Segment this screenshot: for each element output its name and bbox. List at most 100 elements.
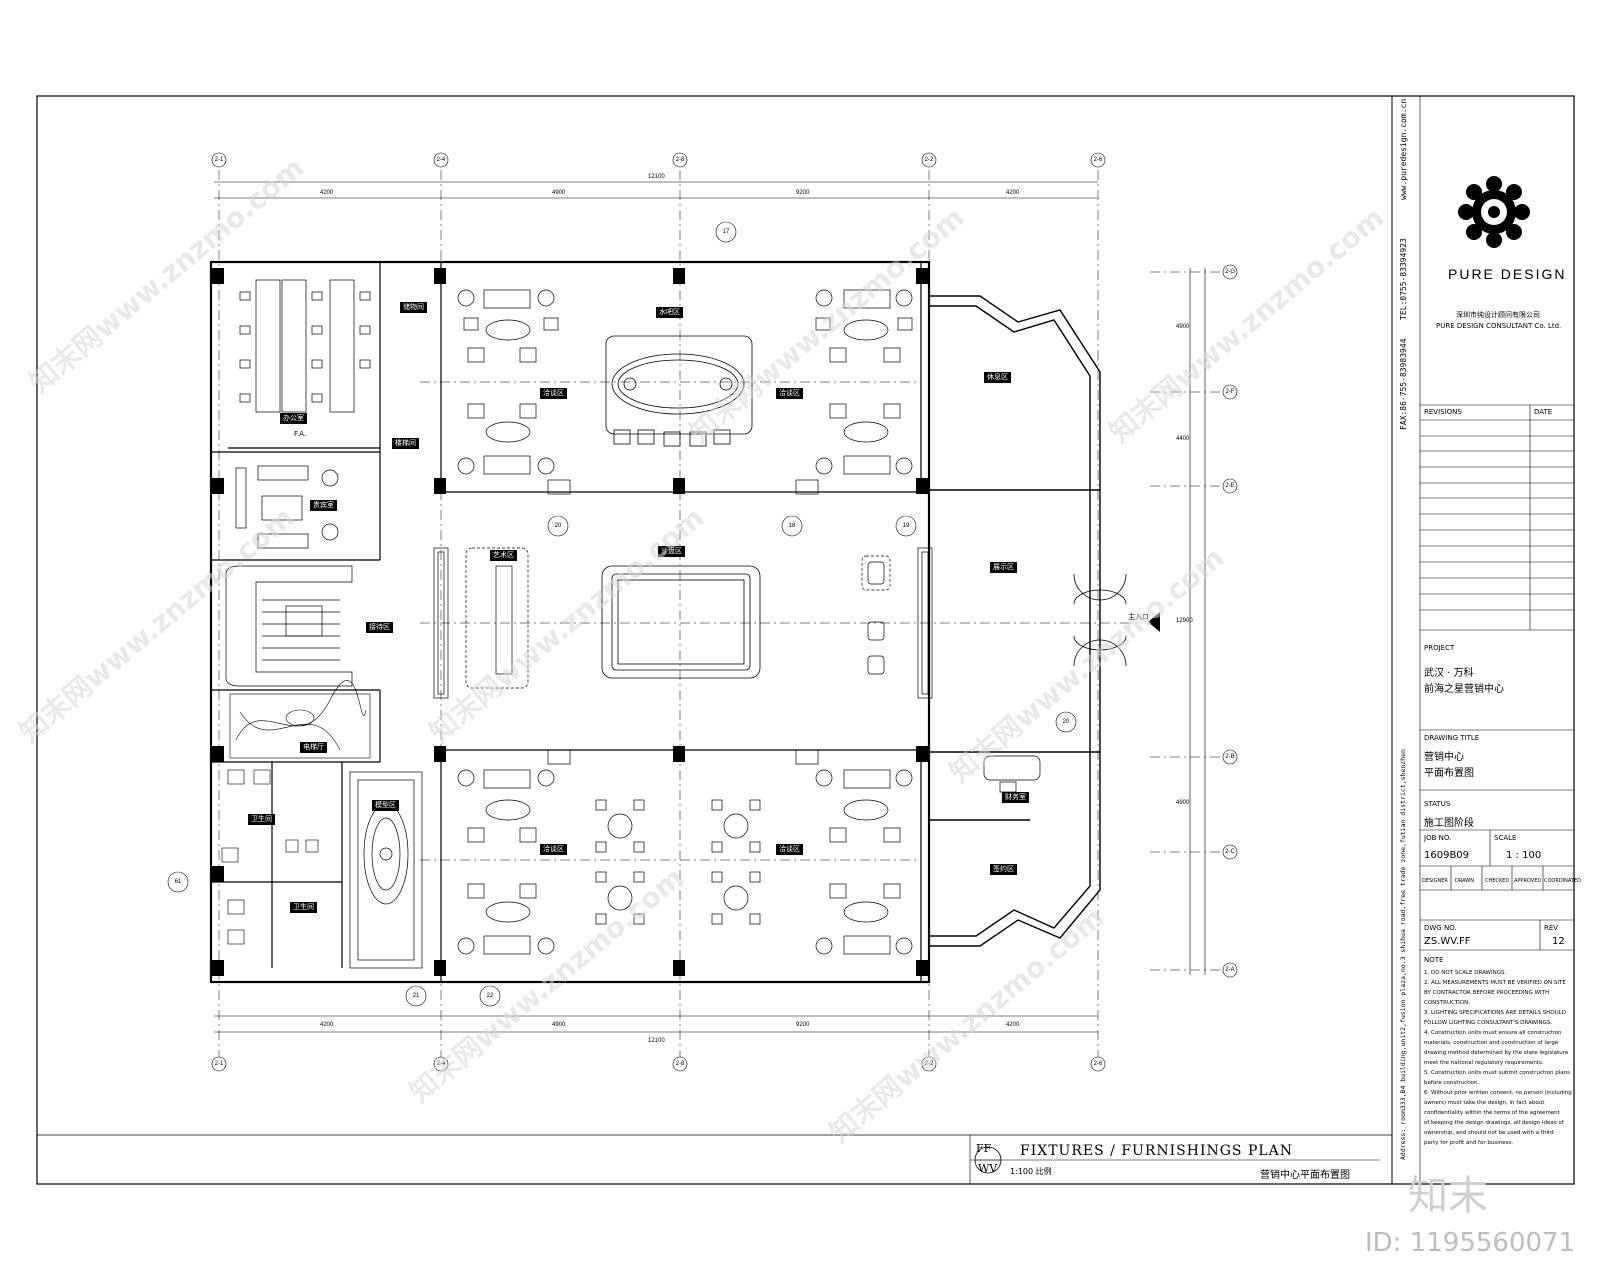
watermark-id: ID: 1195560071 bbox=[1365, 1228, 1576, 1258]
dim-right-1: 4900 bbox=[1176, 324, 1190, 330]
room-tag-nego-rb: 洽谈区 bbox=[776, 844, 803, 855]
dim-bot-3: 9200 bbox=[796, 1022, 810, 1028]
axis-top-4: 2-2 bbox=[924, 157, 934, 163]
project-name-1: 武汉 · 万科 bbox=[1424, 668, 1474, 679]
scale-label: SCALE bbox=[1494, 834, 1517, 842]
drawing-title-2: 平面布置图 bbox=[1424, 768, 1474, 779]
dim-top-1: 4200 bbox=[320, 190, 334, 196]
room-tag-nego-lt: 洽谈区 bbox=[540, 388, 567, 399]
pure-design-logo bbox=[1458, 176, 1530, 248]
axis-right-5: 2-C bbox=[1225, 849, 1235, 855]
note-line: meet the national regulatory requirement… bbox=[1424, 1060, 1544, 1066]
axis-right-3: 2-E bbox=[1225, 483, 1235, 489]
grid-lines-vertical bbox=[218, 170, 1099, 1060]
room-tag-nego-lb: 洽谈区 bbox=[540, 844, 567, 855]
dim-top-2: 4900 bbox=[552, 190, 566, 196]
drawing-title-label: DRAWING TITLE bbox=[1424, 734, 1480, 742]
dim-bot-1: 4200 bbox=[320, 1022, 334, 1028]
note-line: materials, construction and construction… bbox=[1424, 1040, 1559, 1046]
model-display bbox=[349, 771, 423, 969]
note-line: 3. LIGHTING SPECIFICATIONS ARE DETAILS S… bbox=[1424, 1010, 1566, 1016]
approved-label: APPROVED bbox=[1514, 878, 1542, 884]
room-tag-signing: 签约区 bbox=[990, 864, 1017, 875]
entrance-doors bbox=[1073, 573, 1127, 667]
art-area bbox=[229, 680, 371, 759]
entrance-label: 主入口 bbox=[1128, 613, 1149, 621]
room-tag-wc2: 卫生间 bbox=[290, 902, 317, 913]
dim-right-2: 4400 bbox=[1176, 436, 1190, 442]
room-tag-stair-store: 楼梯间 bbox=[392, 438, 419, 449]
note-line: drawing method determined by the state l… bbox=[1424, 1050, 1569, 1056]
plan-title: FIXTURES / FURNISHINGS PLAN bbox=[1020, 1143, 1294, 1159]
room-tag-waiting: 休息区 bbox=[984, 372, 1011, 383]
note-line: CONSTRUCTION. bbox=[1424, 1000, 1470, 1006]
note-line: owners) must take the design, in fact ab… bbox=[1424, 1100, 1545, 1106]
callout-21: 21 bbox=[412, 993, 420, 999]
status-label: STATUS bbox=[1424, 800, 1451, 808]
watermark-logo: 知末 bbox=[1408, 1173, 1488, 1219]
axis-bottom-5: 2-6 bbox=[1093, 1061, 1103, 1067]
note-line: party for profit and for business. bbox=[1424, 1140, 1514, 1146]
axis-bottom-4: 2-2 bbox=[924, 1061, 934, 1067]
sheet-border bbox=[36, 95, 1575, 1185]
callout-18: 18 bbox=[788, 523, 796, 529]
room-tag-lounge-top: 水吧区 bbox=[656, 307, 683, 318]
titleblock-grid bbox=[1419, 96, 1574, 1184]
dwg-no-label: DWG NO. bbox=[1424, 924, 1457, 932]
seating-clusters bbox=[457, 289, 1041, 955]
axis-top-3: 2-8 bbox=[675, 157, 685, 163]
note-line: before construction. bbox=[1424, 1080, 1480, 1086]
dim-bot-2: 4900 bbox=[552, 1022, 566, 1028]
project-name-2: 前海之星营销中心 bbox=[1424, 684, 1504, 695]
axis-bottom-2: 2-4 bbox=[436, 1061, 446, 1067]
axis-bottom-1: 2-1 bbox=[214, 1061, 224, 1067]
axis-left-marker: 61 bbox=[174, 879, 182, 885]
room-tag-wc: 卫生间 bbox=[248, 814, 275, 825]
note-line: 4. Construction units must ensure all co… bbox=[1424, 1030, 1562, 1036]
vip-room-furniture bbox=[235, 465, 339, 549]
axis-right-6: 2-A bbox=[1225, 967, 1235, 973]
room-tag-display: 展示区 bbox=[990, 562, 1017, 573]
note-line: 5. Construction units must submit constr… bbox=[1424, 1070, 1570, 1076]
company-web: www.puredesign.com.cn bbox=[1399, 98, 1408, 200]
axis-right-2: 2-F bbox=[1225, 389, 1235, 395]
company-address: Address: room333,B4 building,unit2,fusio… bbox=[1399, 749, 1407, 1160]
dim-top-total: 12100 bbox=[648, 174, 665, 180]
callout-bubbles bbox=[167, 221, 1077, 1007]
room-tag-finance: 财务室 bbox=[1002, 792, 1029, 803]
drawing-title-1: 营销中心 bbox=[1424, 752, 1464, 763]
dwg-no-value: ZS.WV.FF bbox=[1424, 936, 1471, 947]
axis-right-1: 2-G bbox=[1224, 269, 1235, 275]
company-en: PURE DESIGN CONSULTANT Co. Ltd. bbox=[1436, 322, 1562, 330]
note-line: 2. ALL MEASUREMENTS MUST BE VERIFIED ON … bbox=[1424, 980, 1566, 986]
room-tag-sand-table: 沙盘区 bbox=[658, 546, 685, 557]
axis-top-1: 2-1 bbox=[214, 157, 224, 163]
callout-20a: 20 bbox=[554, 523, 562, 529]
note-line: FOLLOW LIGHTING CONSULTANT'S DRAWINGS. bbox=[1424, 1020, 1553, 1026]
rev-no-label: REV bbox=[1544, 924, 1559, 932]
axis-right-4: 2-B bbox=[1225, 754, 1235, 760]
room-tag-model: 模型区 bbox=[372, 800, 399, 811]
designer-label: DESIGNER bbox=[1422, 878, 1448, 884]
drawn-label: DRAWN bbox=[1455, 878, 1474, 884]
rev-no-value: 12 bbox=[1552, 936, 1565, 947]
plan-code-bottom: WV bbox=[978, 1162, 998, 1175]
callout-22: 22 bbox=[486, 993, 494, 999]
revisions-label: REVISIONS bbox=[1424, 408, 1462, 416]
oval-meeting-table bbox=[605, 335, 753, 447]
checked-label: CHECKED bbox=[1485, 878, 1510, 884]
restroom-fixtures bbox=[221, 769, 319, 945]
structural-columns bbox=[212, 268, 928, 976]
room-tag-reception: 接待区 bbox=[366, 622, 393, 633]
dim-right-total: 12900 bbox=[1176, 618, 1193, 624]
scale-value: 1 : 100 bbox=[1506, 850, 1542, 861]
note-line: 1. DO NOT SCALE DRAWINGS. bbox=[1424, 970, 1507, 976]
room-tag-office: 办公室 bbox=[280, 413, 307, 424]
display-shelves bbox=[433, 547, 933, 699]
job-no-value: 1609B09 bbox=[1424, 850, 1470, 861]
company-tel: TEL:0755-83394923 bbox=[1399, 238, 1408, 320]
sand-table bbox=[601, 565, 761, 679]
project-label: PROJECT bbox=[1424, 644, 1455, 652]
